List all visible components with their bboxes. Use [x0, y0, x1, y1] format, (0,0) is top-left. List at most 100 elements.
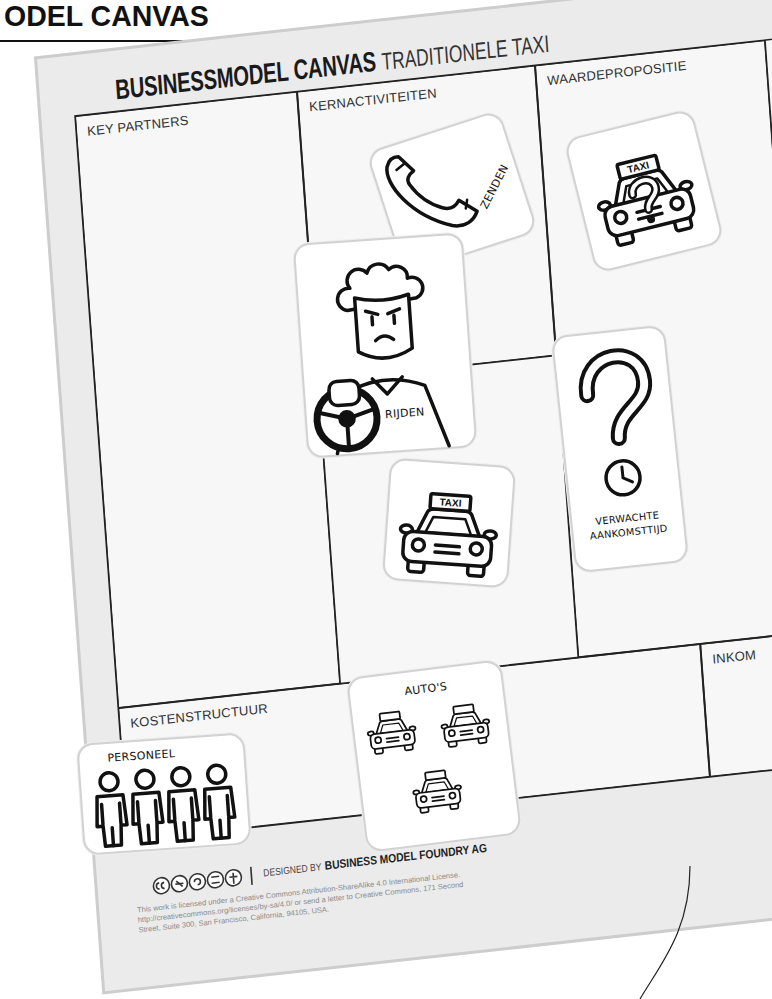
sticker-icon-part	[173, 798, 194, 841]
page-heading: ODEL CANVAS	[4, 0, 209, 32]
cell-heading: KERNACTIVITEITEN	[309, 85, 438, 114]
canvas-grid-part	[225, 869, 242, 887]
sticker-icon-part	[402, 531, 492, 567]
sticker-icon	[563, 108, 724, 274]
sticker-label-box: PERSONEEL	[91, 742, 192, 767]
cell-heading: KOSTENSTRUCTUUR	[130, 701, 268, 731]
sticker-icon-part	[203, 787, 236, 839]
sticker-icon-part	[411, 769, 463, 814]
sticker-icon-part	[630, 178, 660, 212]
sticker-icon-part	[102, 803, 123, 846]
sticker: TAXI	[563, 108, 724, 274]
canvas-grid-part	[207, 871, 224, 889]
canvas-grid-part	[153, 867, 252, 896]
sticker-icon-part	[379, 711, 400, 721]
cell-heading: WAARDEPROPOSITIE	[547, 58, 687, 88]
sticker-icon	[293, 232, 478, 458]
sticker-icon-part	[395, 148, 469, 225]
sticker-icon-part	[430, 494, 471, 512]
sticker-icon-part	[95, 795, 128, 847]
sticker-label-box: VERWACHTE AANKOMSTTIJD	[573, 506, 683, 545]
sticker-icon-part	[646, 214, 656, 224]
sticker-icon-part	[460, 730, 472, 735]
sticker-icon-part	[630, 178, 660, 212]
sticker-icon-part	[420, 796, 427, 803]
sticker-icon-part	[207, 765, 226, 784]
sticker-icon-part	[319, 409, 377, 449]
sticker-label: PERSONEEL	[105, 747, 178, 766]
sticker-icon-part	[398, 492, 499, 578]
sticker-icon-part	[99, 772, 118, 791]
sticker-icon-part	[383, 138, 480, 242]
sticker-icon-part	[583, 354, 649, 441]
sticker-icon-part	[425, 770, 446, 780]
sticker-icon-part	[383, 138, 480, 242]
sticker-icon-part	[137, 801, 158, 844]
sticker-icon-part	[583, 354, 649, 441]
canvas-grid-part	[700, 644, 710, 777]
sticker: TAXI	[382, 458, 516, 588]
canvas-grid-part	[765, 40, 772, 632]
sticker: VERWACHTE AANKOMSTTIJD	[551, 325, 689, 574]
canvas-grid-part	[189, 873, 206, 891]
sticker-icon-part	[93, 764, 236, 846]
canvas-grid-part	[153, 877, 170, 895]
sticker-icon-part	[449, 730, 456, 737]
sticker-icon-part	[449, 792, 456, 799]
canvas-grid-part	[175, 880, 183, 887]
sticker-icon-part	[209, 796, 230, 839]
sticker-icon-part	[404, 733, 411, 740]
sticker-icon-part	[604, 459, 641, 496]
sticker-icon-part	[470, 543, 483, 556]
cell-heading: KEY PARTNERS	[87, 113, 189, 139]
canvas-grid-part	[251, 867, 252, 885]
sticker-icon-holder	[382, 458, 516, 588]
sticker-icon-part	[328, 380, 360, 406]
canvas-grid-part	[118, 611, 772, 708]
sticker-icon-part	[590, 148, 702, 248]
canvas-grid-part	[156, 882, 164, 889]
sticker: PERSONEEL	[76, 732, 251, 855]
sticker-icon-holder	[563, 108, 724, 274]
sticker-icon	[382, 458, 516, 588]
sticker-label: ZENDEN	[477, 160, 513, 213]
sticker-icon-part	[135, 770, 154, 789]
sign-box: TAXI	[430, 494, 471, 512]
sticker-icon-part	[439, 703, 491, 748]
sticker-icon-part	[412, 539, 425, 552]
sticker-icon-part	[670, 196, 685, 211]
sticker-icon-part	[171, 767, 190, 786]
sticker-label-box: AUTO'S	[387, 674, 465, 701]
sticker-label: AUTO'S	[402, 680, 450, 700]
sticker-icon-part	[444, 722, 490, 742]
sticker-icon-part	[372, 377, 403, 395]
heading-holder: ODEL CANVAS	[4, 0, 220, 32]
sticker-icon-part	[306, 260, 449, 455]
sticker-icon-part	[131, 792, 164, 844]
sticker-icon-part	[370, 729, 416, 749]
sticker-label-box: ZENDEN	[473, 158, 514, 214]
sticker-icon-part	[435, 545, 459, 554]
sticker-icon-part	[375, 737, 382, 744]
sticker-icon-part	[432, 796, 444, 801]
sticker-icon-part	[366, 309, 402, 341]
sticker-icon-part	[355, 294, 413, 360]
sticker-icon-part	[453, 704, 474, 714]
sticker: AUTO'S	[346, 659, 522, 853]
sticker: RIJDEN	[293, 232, 478, 458]
sticker-icon-part	[613, 210, 628, 225]
sticker-icon-part	[167, 790, 200, 842]
canvas-cell: KEY PARTNERS	[75, 92, 340, 708]
sticker-icon-part	[387, 737, 399, 742]
sticker-icon-part	[477, 726, 484, 733]
canvas-grid-part	[211, 876, 219, 883]
sticker-label: VERWACHTE AANKOMSTTIJD	[573, 506, 683, 545]
canvas-grid-part	[171, 875, 188, 893]
canvas-grid-part	[194, 878, 200, 885]
sticker-icon-part	[340, 411, 355, 426]
sticker-icon-part	[415, 788, 461, 808]
canvas-grid-part	[229, 872, 238, 884]
taxi-sign-text: TAXI	[439, 496, 462, 510]
sticker-icon-part	[366, 710, 418, 755]
